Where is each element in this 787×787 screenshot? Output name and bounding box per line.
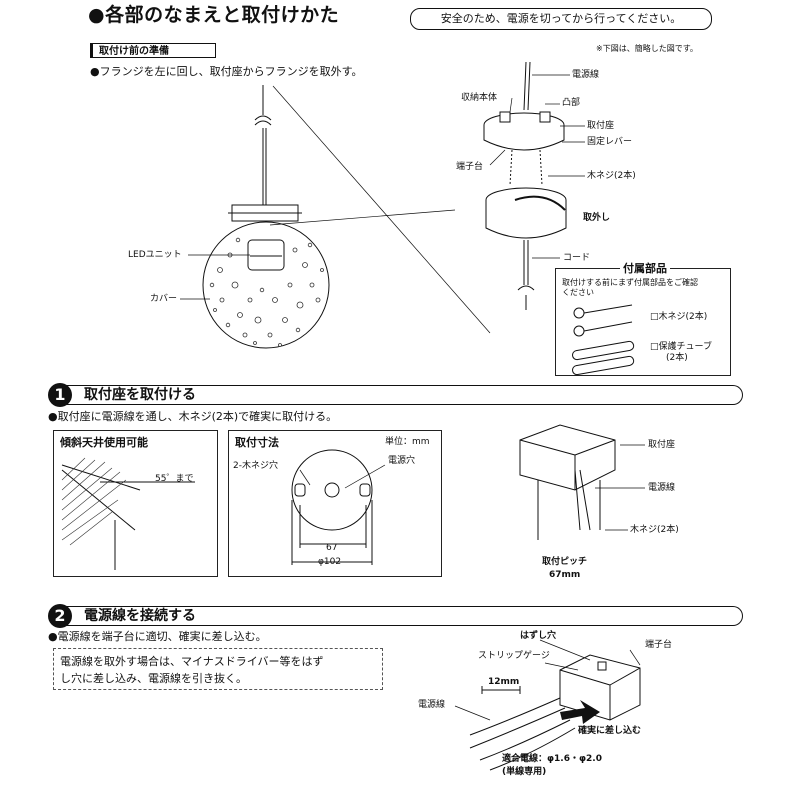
safety-note: 安全のため、電源を切ってから行ってください。 bbox=[410, 8, 712, 30]
dimension-unit: 単位：mm bbox=[385, 437, 430, 447]
fix-lever-label: 固定レバー bbox=[587, 137, 633, 147]
step2-note-2: し穴に差し込み、電源線を引き抜く。 bbox=[60, 672, 247, 685]
terminal-illustration bbox=[559, 654, 641, 721]
accessories-desc-1: 取付けする前にまず付属部品をご確認 bbox=[562, 278, 698, 287]
insert-arrow bbox=[560, 700, 600, 724]
step2-note-box bbox=[53, 648, 383, 690]
step2-power-wire-label: 電源線 bbox=[418, 700, 446, 710]
led-unit-label: LEDユニット bbox=[128, 250, 182, 260]
accessory-tube-qty: (2本) bbox=[666, 353, 688, 363]
step2-instruction: ●電源線を端子台に適切、確実に差し込む。 bbox=[48, 630, 267, 643]
terminal-label-2: 端子台 bbox=[645, 640, 673, 650]
cord-label: コード bbox=[563, 253, 591, 263]
slope-hatch bbox=[61, 457, 127, 546]
slope-panel bbox=[53, 430, 218, 577]
step2-number: 2 bbox=[48, 604, 72, 628]
mount-exploded-illustration bbox=[483, 61, 567, 310]
step1-power-wire-label: 電源線 bbox=[648, 483, 676, 493]
step1-title: 取付座を取付ける bbox=[84, 387, 196, 403]
prep-heading: 取付け前の準備 bbox=[90, 43, 216, 58]
strip-length: 12mm bbox=[488, 677, 520, 687]
step1-mount-base-label: 取付座 bbox=[648, 440, 676, 450]
prep-instruction: ●フランジを左に回し、取付座からフランジを取外す。 bbox=[90, 65, 363, 78]
pitch-label: 取付ピッチ bbox=[542, 557, 588, 567]
step1-number: 1 bbox=[48, 383, 72, 407]
accessories-desc-2: ください bbox=[562, 288, 594, 297]
step1-wood-screw-label: 木ネジ(2本) bbox=[630, 525, 679, 535]
insert-label: 確実に差し込む bbox=[578, 726, 642, 736]
wire-spec: 適合電線：φ1.6・φ2.0 bbox=[502, 754, 602, 764]
accessory-wood-screw: □木ネジ(2本) bbox=[650, 312, 708, 322]
dim-diameter: φ102 bbox=[318, 557, 342, 567]
accessories-title: 付属部品 bbox=[620, 263, 670, 274]
simplified-note: ※下図は、簡略した図です。 bbox=[596, 44, 698, 53]
slope-panel-title: 傾斜天井使用可能 bbox=[60, 436, 148, 449]
mount-base-label: 取付座 bbox=[587, 121, 615, 131]
step1-instruction: ●取付座に電源線を通し、木ネジ(2本)で確実に取付ける。 bbox=[48, 410, 338, 423]
slope-limit: 55゜まで bbox=[155, 474, 194, 484]
power-hole-label: 電源穴 bbox=[388, 456, 416, 466]
cover-label: カバー bbox=[150, 294, 178, 304]
mount-install-illustration bbox=[519, 424, 616, 540]
screw-hole-label: 2-木ネジ穴 bbox=[233, 461, 278, 471]
page-title: ●各部のなまえと取付けかた bbox=[88, 4, 340, 26]
dimension-panel-title: 取付寸法 bbox=[235, 436, 279, 449]
storage-body-label: 収納本体 bbox=[461, 93, 498, 103]
dimension-illustration bbox=[291, 449, 386, 565]
power-wire-label: 電源線 bbox=[572, 70, 600, 80]
release-hole-label: はずし穴 bbox=[520, 631, 557, 641]
step2-note-1: 電源線を取外す場合は、マイナスドライバー等をはず bbox=[60, 655, 324, 668]
remove-label: 取外し bbox=[583, 213, 611, 223]
pitch-value: 67mm bbox=[549, 570, 581, 580]
convex-label: 凸部 bbox=[562, 98, 581, 108]
accessory-tube: □保護チューブ bbox=[650, 342, 712, 352]
step2-title: 電源線を接続する bbox=[84, 608, 196, 624]
terminal-label: 端子台 bbox=[456, 162, 484, 172]
step2-band bbox=[62, 606, 743, 626]
dimension-panel bbox=[228, 430, 442, 577]
wire-illustration bbox=[469, 686, 576, 771]
dim-pitch: 67 bbox=[326, 543, 338, 553]
cover-dots bbox=[209, 237, 324, 347]
wood-screw-label: 木ネジ(2本) bbox=[587, 171, 636, 181]
step1-band bbox=[62, 385, 743, 405]
strip-gauge-label: ストリップゲージ bbox=[478, 651, 550, 661]
pendant-lamp-illustration bbox=[202, 85, 330, 349]
wire-type: (単線専用) bbox=[502, 767, 547, 777]
